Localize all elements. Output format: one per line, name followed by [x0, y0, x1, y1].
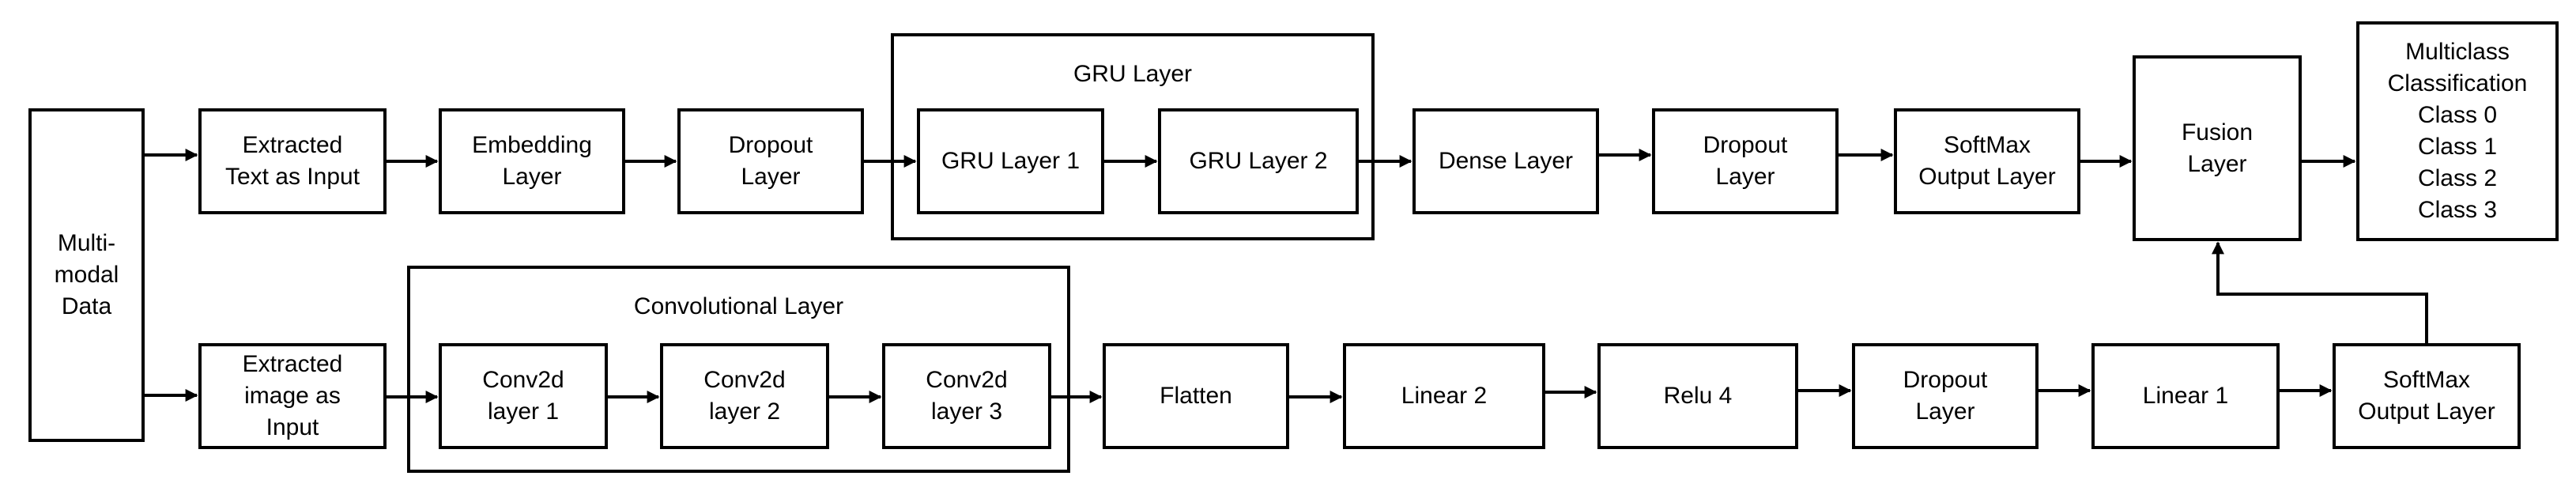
- gru-layer-group: GRU Layer: [891, 33, 1375, 240]
- dropout-layer-node-text-2: Dropout Layer: [1652, 108, 1839, 214]
- arrow-softmax-to-fusion-image: [2212, 241, 2428, 343]
- fusion-layer-node: Fusion Layer: [2133, 55, 2302, 241]
- gru-layer-2-node: GRU Layer 2: [1158, 108, 1359, 214]
- multimodal-data-node: Multi- modal Data: [28, 108, 145, 442]
- conv2d-layer-1-node: Conv2d layer 1: [439, 343, 608, 449]
- softmax-output-node-image: SoftMax Output Layer: [2333, 343, 2521, 449]
- gru-layer-1-node: GRU Layer 1: [917, 108, 1104, 214]
- softmax-output-node-text: SoftMax Output Layer: [1894, 108, 2080, 214]
- convolutional-layer-group: Convolutional Layer: [407, 266, 1070, 473]
- dropout-layer-node-image: Dropout Layer: [1852, 343, 2039, 449]
- gru-group-title: GRU Layer: [1073, 61, 1193, 87]
- relu-4-node: Relu 4: [1597, 343, 1798, 449]
- dense-layer-node: Dense Layer: [1412, 108, 1599, 214]
- conv2d-layer-2-node: Conv2d layer 2: [660, 343, 829, 449]
- conv2d-layer-3-node: Conv2d layer 3: [882, 343, 1051, 449]
- dropout-layer-node-text-1: Dropout Layer: [677, 108, 864, 214]
- linear-2-node: Linear 2: [1343, 343, 1545, 449]
- conv-group-title: Convolutional Layer: [633, 293, 844, 319]
- flatten-node: Flatten: [1103, 343, 1289, 449]
- embedding-layer-node: Embedding Layer: [439, 108, 625, 214]
- linear-1-node: Linear 1: [2091, 343, 2280, 449]
- extracted-image-input-node: Extracted image as Input: [198, 343, 387, 449]
- multiclass-classification-node: Multiclass Classification Class 0 Class …: [2356, 21, 2559, 241]
- extracted-text-input-node: Extracted Text as Input: [198, 108, 387, 214]
